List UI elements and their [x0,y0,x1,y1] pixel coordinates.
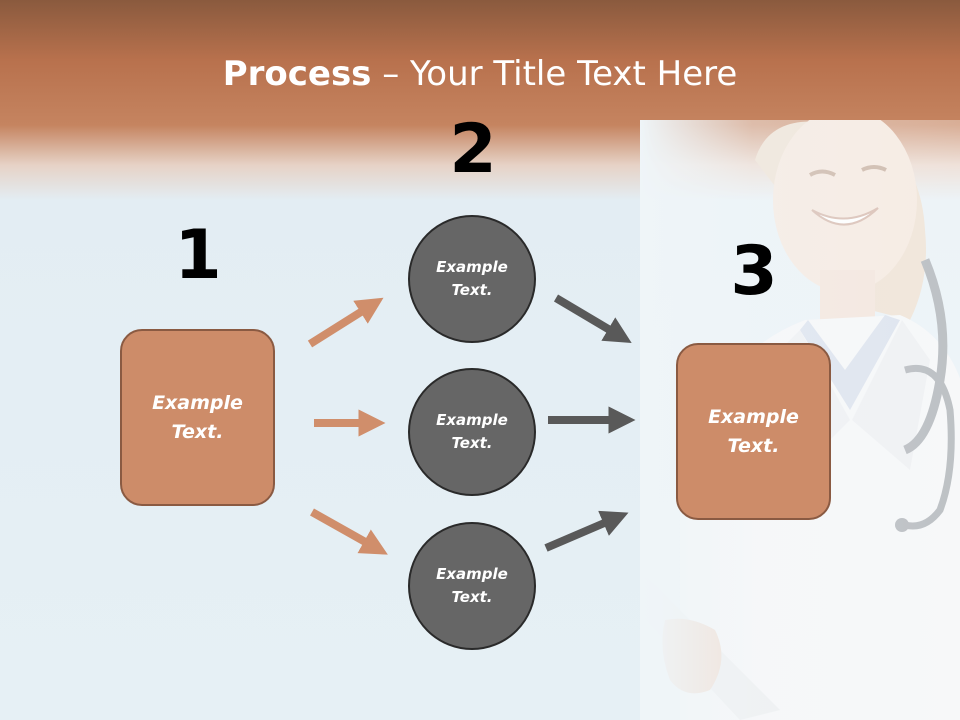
arrow-bottom-to-right [544,510,629,552]
step-box-3: Example Text. [676,343,831,520]
step-number-3: 3 [730,232,778,311]
process-circle-bottom-text: Example Text. [436,565,508,606]
process-circle-middle: Example Text. [408,368,536,496]
title-rest: – Your Title Text Here [371,54,738,94]
step-number-2: 2 [449,110,497,189]
arrow-left-to-bottom [310,508,388,555]
process-circle-bottom: Example Text. [408,522,536,650]
title-bold: Process [222,54,372,94]
process-circle-middle-text: Example Text. [436,411,508,452]
process-circle-top-text: Example Text. [436,258,508,299]
arrow-top-to-right [553,294,632,343]
step-box-1-text: Example Text. [152,391,243,443]
step-box-1: Example Text. [120,329,275,506]
process-circle-top: Example Text. [408,215,536,343]
slide-title: Process – Your Title Text Here [0,52,960,96]
step-number-1: 1 [174,216,222,295]
arrow-left-to-top [307,297,384,348]
step-box-3-text: Example Text. [708,405,799,457]
